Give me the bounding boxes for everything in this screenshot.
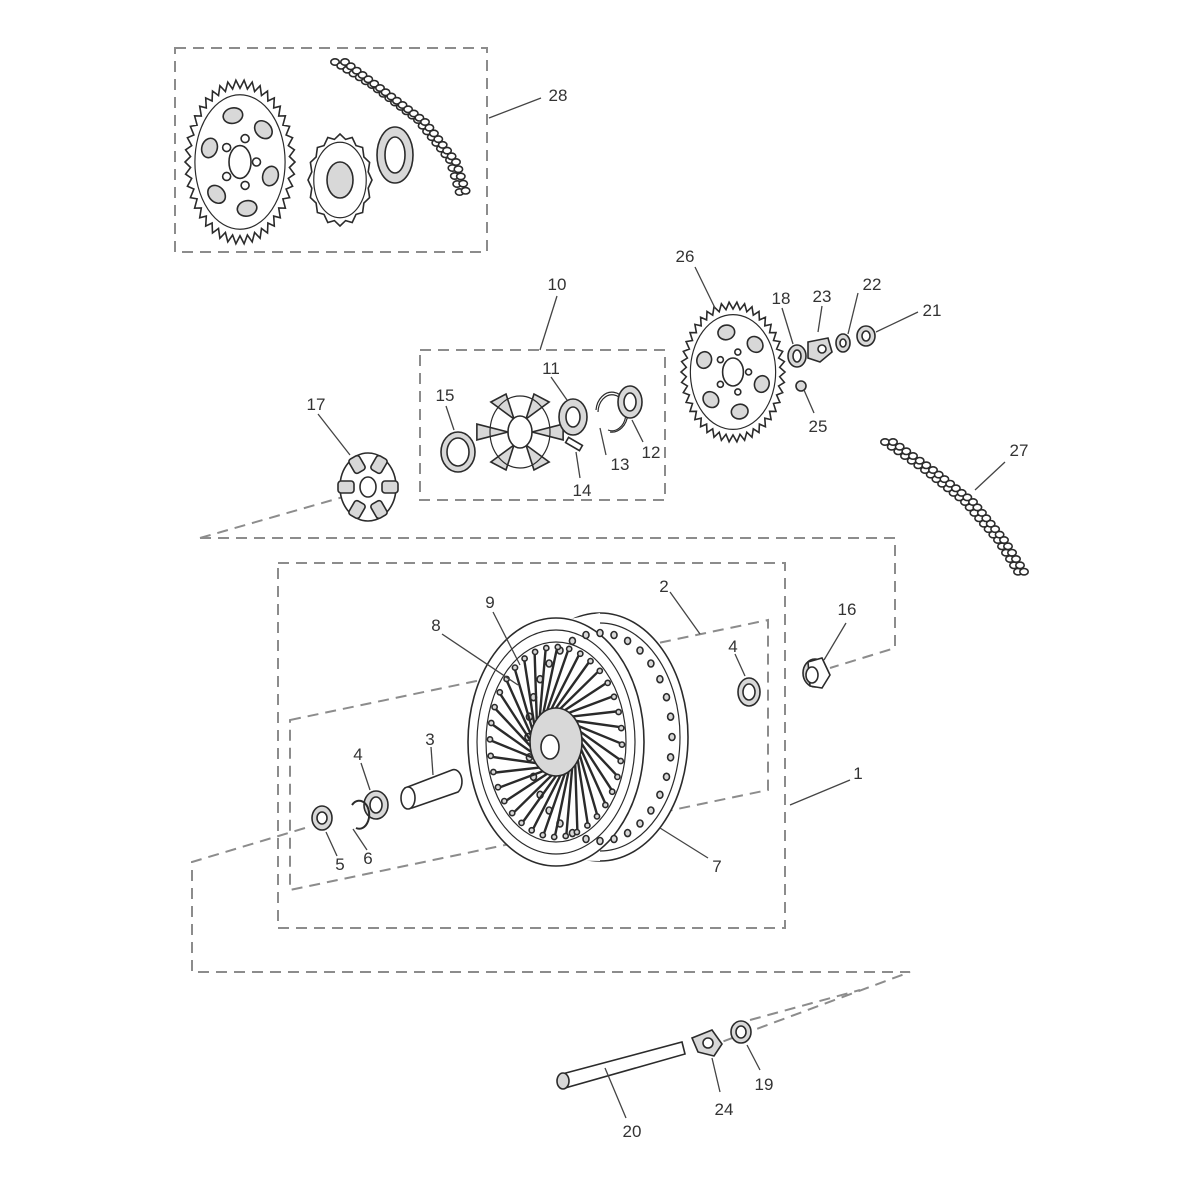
label-12: 12: [642, 443, 661, 462]
label-28: 28: [549, 86, 568, 105]
axle-assembly-outline: [191, 494, 911, 1051]
bearing-part-left: [363, 790, 389, 820]
label-2: 2: [659, 577, 668, 596]
spacer-part: [802, 657, 831, 689]
label-4-left: 4: [353, 745, 362, 764]
label-7: 7: [712, 857, 721, 876]
rear-sprocket-kit-part: [183, 57, 471, 246]
cush-drive-damper-part: [337, 452, 399, 522]
label-11: 11: [542, 359, 560, 378]
axle-part: [556, 1041, 686, 1090]
label-15: 15: [436, 386, 455, 405]
label-8: 8: [431, 616, 440, 635]
label-23: 23: [813, 287, 832, 306]
label-14: 14: [573, 481, 592, 500]
label-6: 6: [363, 849, 372, 868]
label-9: 9: [485, 593, 494, 612]
label-17: 17: [307, 395, 326, 414]
bearing-part-right: [737, 677, 761, 707]
leader-lines: [317, 97, 1006, 1119]
seal-part: [311, 805, 333, 831]
label-20: 20: [623, 1122, 642, 1141]
label-5: 5: [335, 855, 344, 874]
axle-nut-part: [730, 1020, 752, 1044]
label-16: 16: [838, 600, 857, 619]
label-18: 18: [772, 289, 791, 308]
group-box-1: [277, 562, 786, 929]
group-box-28: [174, 47, 488, 253]
label-1: 1: [853, 764, 862, 783]
label-3: 3: [425, 730, 434, 749]
label-21: 21: [923, 301, 942, 320]
label-19: 19: [755, 1075, 774, 1094]
label-10: 10: [548, 275, 567, 294]
spoked-wheel-part: [467, 612, 689, 867]
group-box-10: [419, 349, 666, 501]
label-22: 22: [863, 275, 882, 294]
sprocket-part: [679, 300, 876, 444]
circlip-part: [351, 799, 371, 830]
label-4-right: 4: [728, 637, 737, 656]
drive-chain-part: [879, 437, 1029, 576]
hub-sleeve-part: [400, 768, 463, 810]
label-26: 26: [676, 247, 695, 266]
sprocket-carrier-part: [440, 385, 643, 473]
adjuster-part: [690, 1029, 723, 1057]
label-24: 24: [715, 1100, 734, 1119]
label-13: 13: [611, 455, 630, 474]
label-27: 27: [1010, 441, 1029, 460]
label-25: 25: [809, 417, 828, 436]
reference-labels: 28 10 11 15 17 13 12 14 26 18 23 22 21 2…: [307, 86, 1029, 1141]
